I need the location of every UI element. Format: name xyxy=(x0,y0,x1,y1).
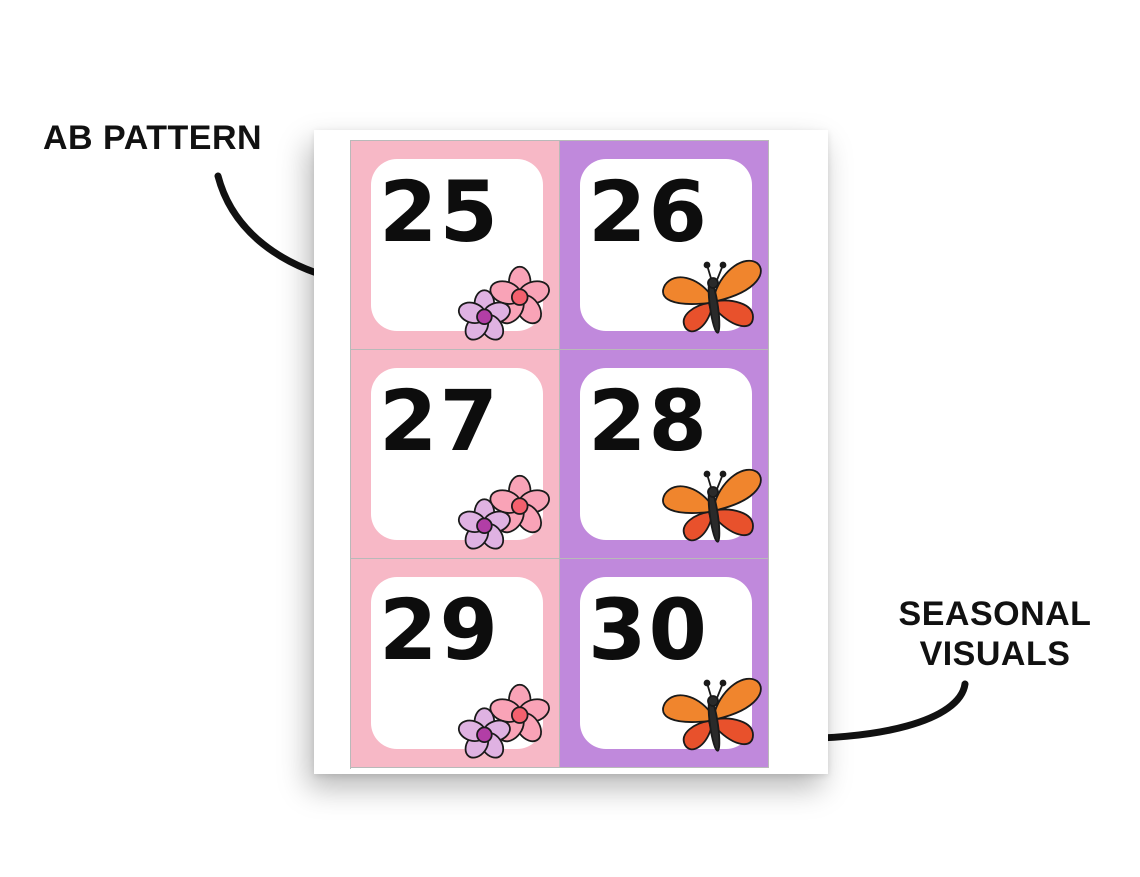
card-inner: 26 xyxy=(580,159,752,331)
number-card-26: 26 xyxy=(560,141,769,350)
number-card-29: 29 xyxy=(351,559,560,768)
card-number: 26 xyxy=(588,163,709,261)
seasonal-visuals-label: SEASONAL VISUALS xyxy=(880,594,1110,674)
butterfly-icon xyxy=(656,673,768,763)
card-number: 30 xyxy=(588,581,709,679)
number-card-25: 25 xyxy=(351,141,560,350)
card-grid: 25 26 27 28 29 30 xyxy=(350,140,769,769)
ab-pattern-label: AB PATTERN xyxy=(43,119,263,157)
seasonal-label-line2: VISUALS xyxy=(919,635,1071,673)
flower-pair-icon xyxy=(451,683,559,763)
card-number: 27 xyxy=(379,372,500,470)
number-card-27: 27 xyxy=(351,350,560,559)
flower-pair-icon xyxy=(451,265,559,345)
butterfly-icon xyxy=(656,255,768,345)
card-inner: 28 xyxy=(580,368,752,540)
card-number: 25 xyxy=(379,163,500,261)
calendar-card-sheet: 25 26 27 28 29 30 xyxy=(314,130,828,774)
card-number: 29 xyxy=(379,581,500,679)
card-inner: 25 xyxy=(371,159,543,331)
number-card-28: 28 xyxy=(560,350,769,559)
card-inner: 29 xyxy=(371,577,543,749)
card-inner: 27 xyxy=(371,368,543,540)
flower-pair-icon xyxy=(451,474,559,554)
butterfly-icon xyxy=(656,464,768,554)
card-number: 28 xyxy=(588,372,709,470)
number-card-30: 30 xyxy=(560,559,769,768)
card-inner: 30 xyxy=(580,577,752,749)
seasonal-label-line1: SEASONAL xyxy=(898,595,1092,633)
